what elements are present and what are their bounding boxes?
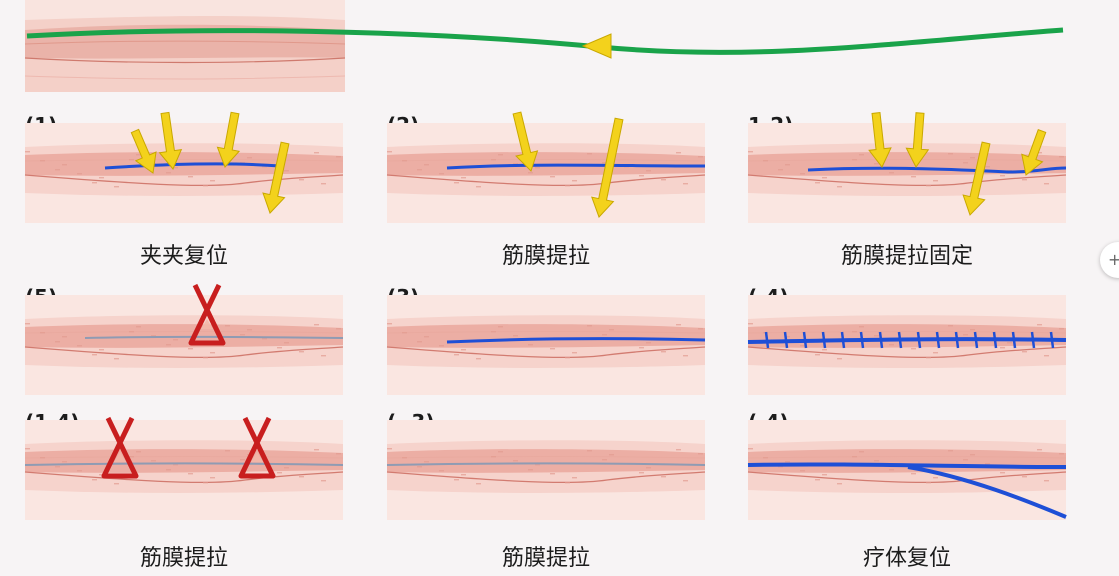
suture-line	[24, 462, 344, 466]
suture-line	[84, 335, 344, 339]
side-expand-button[interactable]: +	[1100, 242, 1119, 278]
procedure-panel-p3: 1-2)	[747, 112, 1067, 223]
arrow-down-icon	[216, 111, 241, 168]
tissue-layer	[386, 295, 706, 395]
procedure-panel-p8: ( -3)	[386, 410, 706, 520]
arrow-down-icon	[1021, 128, 1047, 176]
arrow-down-icon	[591, 117, 624, 218]
stitch-mark	[1030, 331, 1036, 349]
arrow-down-icon	[158, 111, 183, 170]
suture-line	[446, 163, 706, 170]
stitch-mark	[802, 331, 808, 349]
suture-line	[807, 166, 1067, 174]
panel-caption: 筋膜提拉	[139, 546, 228, 571]
suture-line	[747, 462, 1067, 469]
arrow-down-icon	[512, 111, 539, 172]
procedure-panel-p4: (5)	[24, 283, 344, 395]
suture-line	[907, 465, 1067, 519]
stitch-mark	[897, 331, 903, 349]
arrow-down-icon	[262, 141, 290, 214]
clip-icon	[188, 283, 226, 346]
stitch-mark	[992, 331, 998, 349]
stitch-mark	[1011, 331, 1017, 349]
procedure-panel-p2: (2)	[386, 111, 706, 223]
tissue-layer	[24, 295, 344, 395]
guide-wire	[26, 27, 1064, 59]
stitch-mark	[764, 331, 770, 349]
tissue-layer	[386, 420, 706, 520]
tissue-layer	[386, 123, 706, 223]
plus-icon: +	[1108, 250, 1119, 269]
tissue-diagram	[24, 111, 344, 223]
tissue-diagram	[386, 111, 706, 223]
panel-caption: 筋膜提拉固定	[840, 244, 973, 269]
panel-caption: 筋膜提拉	[501, 546, 590, 571]
procedure-panel-p9: (-4)	[747, 410, 1067, 520]
clip-icon	[101, 416, 139, 479]
stitch-mark	[840, 331, 846, 349]
tissue-diagram	[24, 283, 344, 395]
stitch-mark	[859, 331, 865, 349]
stitch-mark	[973, 331, 979, 349]
tissue-diagram	[24, 416, 344, 520]
arrow-down-icon	[868, 112, 892, 168]
suture-line	[386, 462, 706, 466]
tissue-layer	[747, 295, 1067, 395]
tissue-diagram	[386, 420, 706, 520]
stitch-mark	[821, 331, 827, 349]
arrow-down-icon	[905, 112, 930, 168]
procedure-panel-p7: (1-4)	[24, 410, 344, 520]
stitch-mark	[916, 331, 922, 349]
panel-caption: 疗体复位	[862, 546, 951, 571]
tissue-layer	[24, 123, 344, 223]
stitch-mark	[783, 331, 789, 349]
stitch-mark	[935, 331, 941, 349]
stitch-mark	[954, 331, 960, 349]
arrow-left-icon	[581, 33, 612, 59]
panel-caption: 夹夹复位	[139, 244, 228, 269]
tissue-diagram	[747, 112, 1067, 223]
procedure-panel-p1: (1)	[24, 111, 344, 223]
suture-line	[104, 162, 281, 170]
panel-caption: 筋膜提拉	[501, 244, 590, 269]
tissue-diagram	[386, 295, 706, 395]
tissue-diagram	[747, 295, 1067, 395]
arrow-down-icon	[962, 141, 991, 216]
procedure-panel-p6: (-4)	[747, 285, 1067, 395]
clip-icon	[238, 416, 276, 479]
stitch-mark	[1049, 331, 1055, 349]
arrow-down-icon	[130, 128, 157, 174]
tissue-layer	[747, 420, 1067, 520]
procedure-panel-p5: (3)	[386, 285, 706, 395]
suture-line	[446, 337, 706, 344]
tissue-layer	[24, 420, 344, 520]
stitch-mark	[878, 331, 884, 349]
tissue-diagram	[747, 420, 1067, 520]
